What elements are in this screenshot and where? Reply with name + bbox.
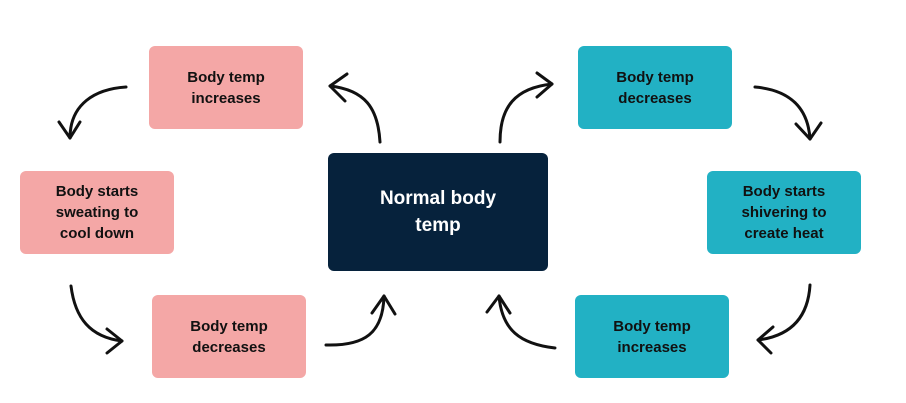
arrow-left-top-to-left-middle [57, 85, 128, 140]
node-body-starts-shivering: Body starts shivering to create heat [707, 171, 861, 254]
node-right-body-temp-decreases: Body temp decreases [578, 46, 732, 129]
node-right-body-temp-increases: Body temp increases [575, 295, 729, 378]
node-normal-body-temp: Normal body temp [328, 153, 548, 271]
arrow-center-to-right-top [498, 71, 554, 144]
node-left-body-temp-decreases: Body temp decreases [152, 295, 306, 378]
arrow-right-middle-to-right-bottom [756, 283, 812, 355]
arrow-left-middle-to-left-bottom [69, 284, 124, 355]
arrow-right-bottom-to-center [485, 294, 557, 350]
arrow-center-to-left-top [328, 72, 382, 144]
arrow-left-bottom-to-center [324, 294, 397, 347]
node-body-starts-sweating: Body starts sweating to cool down [20, 171, 174, 254]
arrow-right-top-to-right-middle [753, 85, 823, 141]
node-left-body-temp-increases: Body temp increases [149, 46, 303, 129]
